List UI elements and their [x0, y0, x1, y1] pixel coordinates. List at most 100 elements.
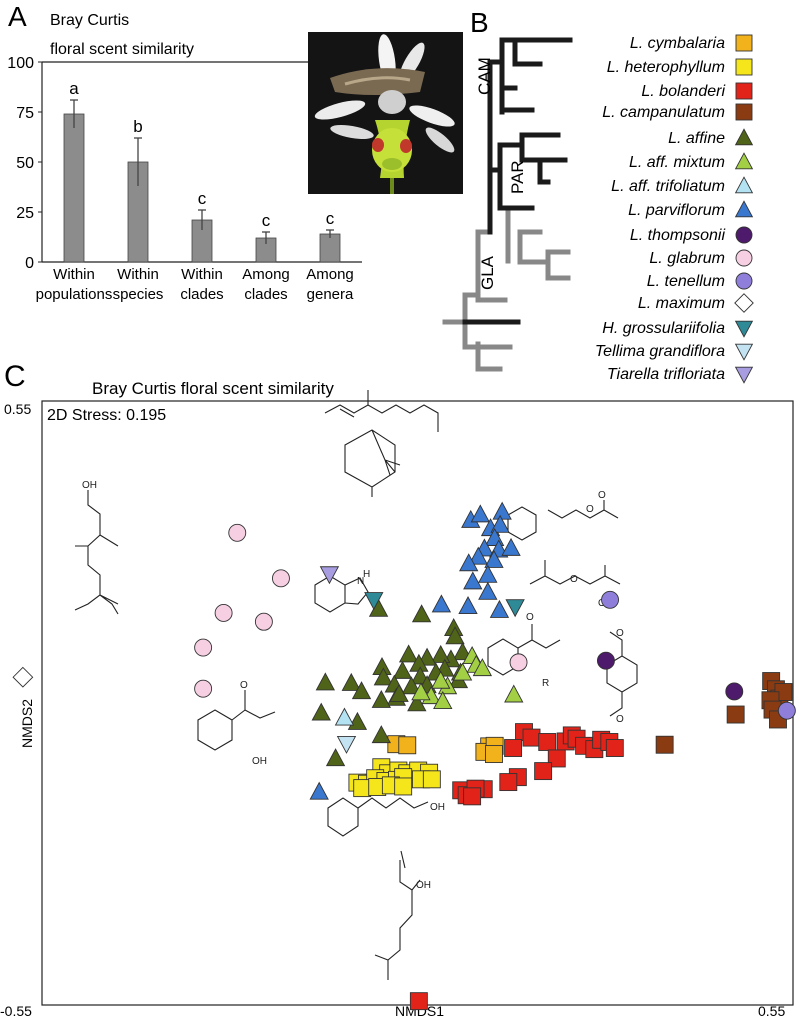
bar-category-label: clades — [244, 286, 287, 303]
taxon-label: L. tenellum — [647, 273, 725, 290]
data-point — [534, 762, 553, 781]
data-point — [458, 596, 478, 615]
taxon-marker — [734, 152, 754, 170]
data-point — [490, 514, 510, 533]
bar-category-label: Among — [242, 266, 290, 283]
bar-y-tick-label: 100 — [7, 55, 34, 72]
data-point — [398, 736, 417, 755]
x-min-tick: -0.55 — [0, 1003, 32, 1019]
taxon-marker — [734, 128, 754, 146]
data-point — [655, 735, 674, 754]
data-point — [194, 638, 213, 657]
taxon-marker — [734, 200, 754, 218]
data-point — [504, 739, 523, 757]
taxon-label: L. bolanderi — [641, 83, 725, 100]
molecule-myrcene — [324, 390, 439, 432]
data-point — [445, 626, 465, 645]
taxon-marker — [735, 103, 753, 121]
data-point — [468, 546, 488, 565]
taxon-marker — [734, 320, 754, 338]
taxon-marker — [735, 272, 753, 290]
data-point — [472, 658, 493, 677]
clade-label-cam: CAM — [475, 57, 494, 95]
bar-y-tick-label: 75 — [16, 105, 34, 122]
molecule-n-text: N — [357, 576, 364, 587]
error-bar — [70, 99, 78, 128]
stress-label: 2D Stress: 0.195 — [47, 407, 166, 424]
taxon-label: L. maximum — [638, 295, 725, 312]
bar-y-tick-label: 50 — [16, 155, 34, 172]
data-point — [499, 773, 518, 792]
taxon-label: Tiarella trifloriata — [607, 366, 725, 383]
taxon-label: L. affine — [668, 130, 725, 147]
data-point — [336, 735, 357, 754]
data-point — [504, 684, 524, 703]
data-point — [389, 683, 409, 702]
panel-a-title-line1: Bray Curtis — [50, 12, 129, 29]
x-max-tick: 0.55 — [758, 1003, 785, 1019]
scatter-marks — [12, 501, 796, 1011]
significance-letter: a — [69, 79, 79, 98]
taxon-label: L. aff. mixtum — [629, 154, 725, 171]
data-point — [353, 779, 372, 798]
clade-label-gla: GLA — [478, 255, 497, 290]
molecule-o-text-2: O — [598, 490, 606, 501]
data-point — [452, 662, 473, 681]
bar — [319, 233, 341, 263]
taxon-label: L. heterophyllum — [607, 59, 725, 76]
molecule-indole: H N — [314, 569, 370, 613]
data-point — [398, 644, 419, 663]
panel-c: C Bray Curtis floral scent similarity 2D… — [0, 360, 796, 1019]
molecule-methyl-salicylate: O OH — [197, 680, 276, 767]
y-max-tick: 0.55 — [4, 401, 31, 417]
clade-label-par: PAR — [508, 160, 527, 194]
data-point — [522, 728, 541, 747]
panel-c-letter: C — [4, 360, 26, 393]
significance-letter: b — [133, 117, 142, 136]
molecule-o-text-7: O — [616, 714, 624, 725]
bar-chart-marks: aWithinpopulationsbWithinspeciescWithinc… — [36, 79, 354, 303]
data-point — [463, 787, 482, 806]
panel-c-title: Bray Curtis floral scent similarity — [92, 379, 334, 398]
data-point — [311, 702, 331, 721]
data-point — [373, 667, 394, 686]
error-bar — [198, 209, 206, 230]
data-point — [401, 676, 422, 695]
data-point — [341, 672, 361, 691]
data-point — [319, 566, 340, 585]
data-point — [601, 590, 619, 609]
molecule-linalool: OH — [374, 850, 431, 980]
panel-b: B — [442, 7, 754, 384]
bar-category-label: species — [113, 286, 164, 303]
data-point — [411, 604, 432, 623]
taxon-label: H. grossulariifolia — [602, 320, 725, 337]
panel-a-title-line2: floral scent similarity — [50, 41, 194, 58]
data-point — [351, 681, 372, 700]
molecule-oh-text: OH — [82, 480, 97, 491]
molecule-oh-text-2: OH — [252, 756, 267, 767]
molecule-cinnamyl-alcohol: OH — [327, 797, 445, 837]
taxon-label: L. cymbalaria — [630, 35, 725, 52]
molecule-o-text-6: O — [616, 628, 624, 639]
flower-moth-photo — [308, 32, 463, 194]
data-point — [422, 770, 441, 789]
data-point — [505, 599, 525, 618]
data-point — [392, 660, 413, 679]
data-point — [371, 689, 391, 708]
panel-a: A Bray Curtis floral scent similarity 02… — [7, 1, 463, 303]
data-point — [325, 748, 346, 767]
molecule-oh-text-3: OH — [430, 802, 445, 813]
data-point — [214, 603, 233, 622]
data-point — [194, 679, 213, 698]
data-point — [371, 725, 391, 744]
taxon-marker — [734, 366, 754, 384]
panel-b-letter: B — [470, 7, 489, 38]
bar-category-label: genera — [307, 286, 354, 303]
significance-letter: c — [326, 209, 335, 228]
panel-a-letter: A — [8, 1, 27, 32]
taxon-label: L. aff. trifoliatum — [611, 178, 725, 195]
data-point — [459, 553, 479, 572]
data-point — [254, 612, 273, 631]
x-axis-label: NMDS1 — [395, 1003, 444, 1019]
bar-category-label: Within — [117, 266, 159, 283]
